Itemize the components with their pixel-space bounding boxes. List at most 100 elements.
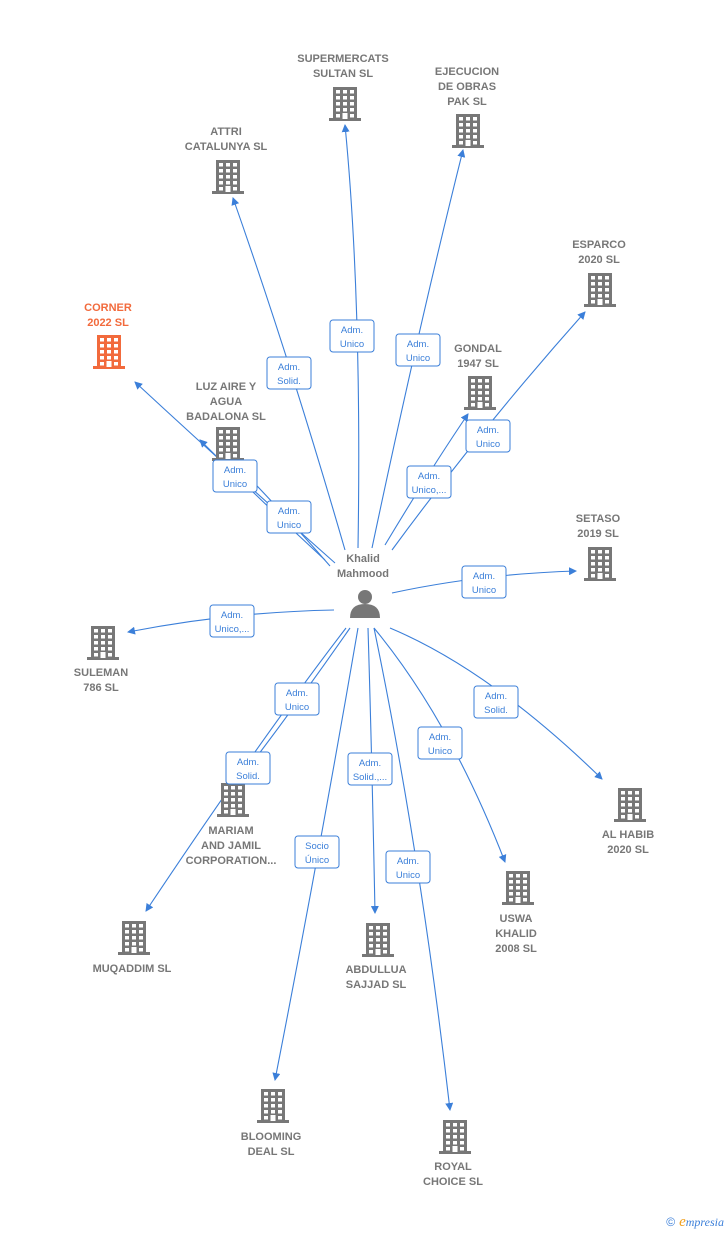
building-icon [217,783,249,817]
relation-box [209,604,255,638]
relation-text: Unico,... [215,624,250,635]
building-icon [362,923,394,957]
company-node-muqaddim[interactable]: MUQADDIM SL [93,921,172,975]
building-icon [584,273,616,307]
company-name-line: MARIAM [208,825,253,837]
relation-text: Adm. [359,758,381,769]
company-name-line: PAK SL [447,96,487,108]
relation-box [212,459,258,493]
relation-label-attri[interactable]: Adm.Solid. [266,356,312,390]
relation-text: Unico [428,746,452,757]
building-icon [502,871,534,905]
company-node-royal[interactable]: ROYAL CHOICE SL [423,1120,483,1188]
company-name-line: ROYAL [434,1161,472,1173]
company-name-line: EJECUCION [435,66,499,78]
relation-label-ejecucion[interactable]: Adm. Unico [395,333,441,367]
building-icon [464,376,496,410]
relation-label-luzaire-secondary[interactable]: Adm.Unico [266,500,312,534]
relation-box [417,726,463,760]
company-node-ejecucion[interactable]: EJECUCION DE OBRAS PAK SL [435,66,499,148]
company-name-line: AGUA [210,396,242,408]
brand-logo-text: mpresia [685,1215,724,1229]
company-name-line: 1947 SL [457,358,499,370]
relation-box [266,500,312,534]
company-name-line: SULTAN SL [313,68,373,80]
company-node-mariam[interactable]: MARIAM AND JAMIL CORPORATION... [186,783,277,867]
company-name-line: CORNER [84,302,132,314]
company-name-line: AND JAMIL [201,840,261,852]
company-name-line: SAJJAD SL [346,979,407,991]
brand-logo-initial: e [679,1214,686,1230]
relation-box [465,419,511,453]
company-name-line: CHOICE SL [423,1176,483,1188]
relation-label-suleman[interactable]: Adm. Unico,... [209,604,255,638]
company-name-line: SULEMAN [74,667,128,679]
relation-label-muqaddim[interactable]: Adm.Unico [274,682,320,716]
footer-brand[interactable]: ©empresia [666,1214,724,1231]
relation-text: Adm. [221,610,243,621]
relation-text: Adm. [429,732,451,743]
relation-label-luzaire[interactable]: Adm.Unico [212,459,258,493]
relation-text: Adm. [477,425,499,436]
relation-text: Unico [406,353,430,364]
company-name-line: ESPARCO [572,239,626,251]
relation-label-abdullua[interactable]: Adm.Solid.,... [347,752,393,786]
relation-box [406,465,452,499]
person-name-line: Khalid [346,553,380,565]
relation-label-mariam[interactable]: Adm.Solid. [225,751,271,785]
person-head [358,590,372,604]
company-node-corner[interactable]: CORNER 2022 SL [84,302,132,369]
relation-text: Solid. [484,705,508,716]
relation-label-alhabib[interactable]: Adm.Solid. [473,685,519,719]
relation-box [473,685,519,719]
copyright-icon: © [666,1215,676,1229]
relation-label-royal[interactable]: Adm.Unico [385,850,431,884]
relation-label-supermercats[interactable]: Adm.Unico [329,319,375,353]
building-icon [614,788,646,822]
relation-text: Adm. [407,339,429,350]
person-icon [350,604,380,618]
company-name-line: DEAL SL [248,1146,295,1158]
building-icon [439,1120,471,1154]
relation-label-uswa[interactable]: Adm. Unico [417,726,463,760]
relation-label-gondal[interactable]: Adm. Unico,... [406,465,452,499]
company-node-blooming[interactable]: BLOOMING DEAL SL [241,1089,302,1158]
company-node-gondal[interactable]: GONDAL 1947 SL [454,343,502,410]
company-name-line: 2008 SL [495,943,537,955]
company-name-line: LUZ AIRE Y [196,381,257,393]
company-name-line: GONDAL [454,343,502,355]
company-name-line: 2022 SL [87,317,129,329]
relation-label-setaso[interactable]: Adm.Unico [461,565,507,599]
building-icon [329,87,361,121]
relation-text: Adm. [278,362,300,373]
building-icon [87,626,119,660]
company-name-line: CORPORATION... [186,855,277,867]
building-icon [93,335,125,369]
relation-box [274,682,320,716]
company-name-line: ATTRI [210,126,242,138]
relation-label-esparco[interactable]: Adm.Unico [465,419,511,453]
building-icon [257,1089,289,1123]
company-name-line: DE OBRAS [438,81,496,93]
relation-text: Adm. [224,465,246,476]
relation-text: Solid. [236,771,260,782]
company-name-line: BLOOMING [241,1131,302,1143]
relation-text: Adm. [286,688,308,699]
company-name-line: USWA [500,913,533,925]
relation-text: Adm. [418,471,440,482]
relation-text: Unico,... [412,485,447,496]
company-name-line: AL HABIB [602,829,654,841]
